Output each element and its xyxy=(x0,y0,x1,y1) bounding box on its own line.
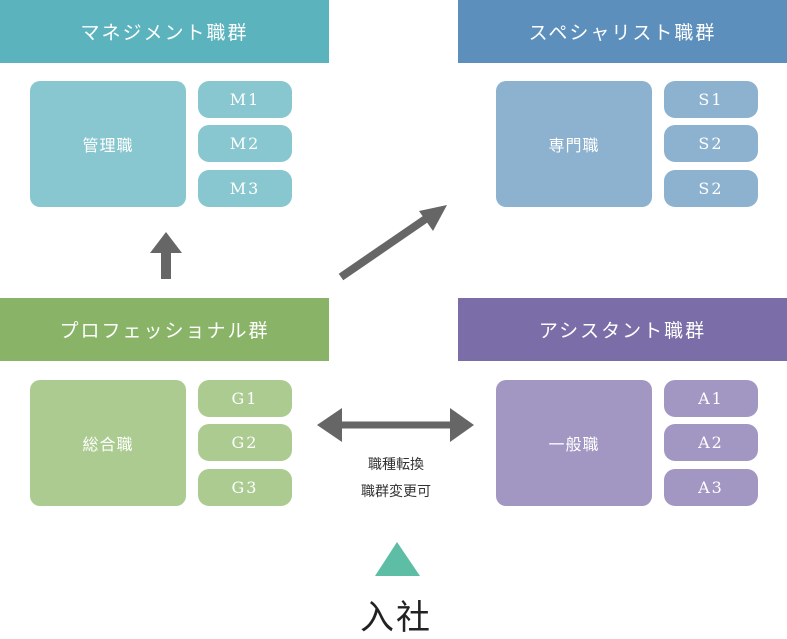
assistant-job-box: 一般職 xyxy=(496,380,652,506)
specialist-job-box: 専門職 xyxy=(496,81,652,207)
up-arrow-icon xyxy=(150,232,182,279)
diagonal-arrow-icon xyxy=(338,205,447,281)
grade-g3: G3 xyxy=(198,469,292,506)
grade-m2: M2 xyxy=(198,125,292,162)
professional-header: プロフェッショナル群 xyxy=(0,298,329,361)
grade-s1: S1 xyxy=(664,81,758,118)
grade-m3: M3 xyxy=(198,170,292,207)
grade-s2-first: S2 xyxy=(664,125,758,162)
professional-job-box: 総合職 xyxy=(30,380,186,506)
double-arrow-icon xyxy=(317,408,474,442)
management-job-box: 管理職 xyxy=(30,81,186,207)
grade-g2: G2 xyxy=(198,424,292,461)
management-header: マネジメント職群 xyxy=(0,0,329,63)
grade-g1: G1 xyxy=(198,380,292,417)
grade-a2: A2 xyxy=(664,424,758,461)
entry-label: 入社 xyxy=(360,598,432,638)
grade-a1: A1 xyxy=(664,380,758,417)
transfer-note: 職種転換 職群変更可 xyxy=(336,452,456,506)
assistant-header: アシスタント職群 xyxy=(458,298,787,361)
transfer-note-line1: 職種転換 xyxy=(368,457,424,473)
grade-a3: A3 xyxy=(664,469,758,506)
grade-s2-second: S2 xyxy=(664,170,758,207)
triangle-icon xyxy=(375,542,420,576)
grade-m1: M1 xyxy=(198,81,292,118)
transfer-note-line2: 職群変更可 xyxy=(361,484,431,500)
specialist-header: スペシャリスト職群 xyxy=(458,0,787,63)
